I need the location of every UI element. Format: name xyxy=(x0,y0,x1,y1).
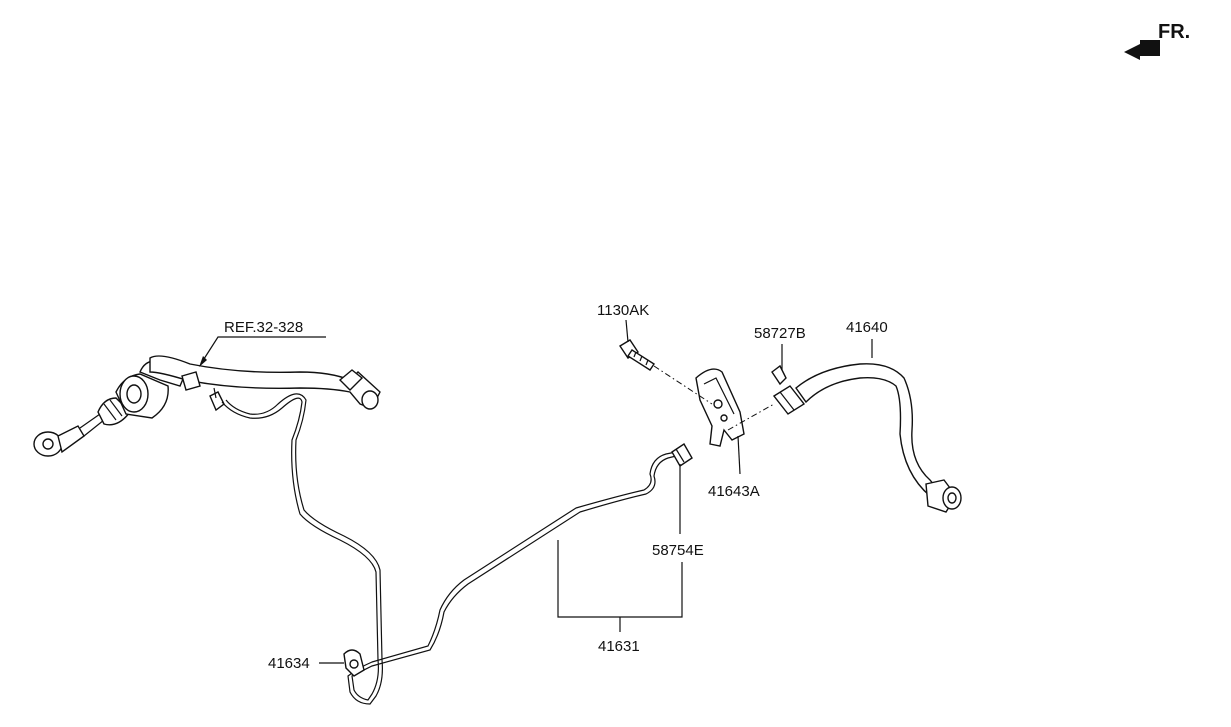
hose-label: 41640 xyxy=(846,319,888,336)
master-cylinder xyxy=(33,360,187,457)
front-arrow-icon xyxy=(1124,40,1160,60)
tube-assembly-label: 41631 xyxy=(598,638,640,655)
leader-lines xyxy=(199,319,873,664)
hose-axis-line xyxy=(727,403,775,431)
clip-bottom-label: 41634 xyxy=(268,655,310,672)
mounting-bracket xyxy=(695,368,745,447)
retaining-clip xyxy=(771,364,787,386)
clutch-hose xyxy=(772,363,962,513)
front-direction-indicator: FR. xyxy=(1124,21,1190,60)
clip-top-label: 58727B xyxy=(754,325,806,342)
union-fitting xyxy=(209,387,225,412)
fitting-label: 58754E xyxy=(652,542,704,559)
bolt-axis-line xyxy=(653,365,713,405)
bolt-label: 1130AK xyxy=(597,302,649,319)
front-label: FR. xyxy=(1158,21,1190,43)
tube-fitting xyxy=(671,443,693,467)
clutch-tube xyxy=(221,393,677,705)
tube-clip xyxy=(343,649,365,677)
ref-label: REF.32-328 xyxy=(224,319,303,336)
bracket-label: 41643A xyxy=(708,483,760,500)
mounting-bolt xyxy=(619,339,655,371)
reservoir-hose xyxy=(149,355,381,410)
